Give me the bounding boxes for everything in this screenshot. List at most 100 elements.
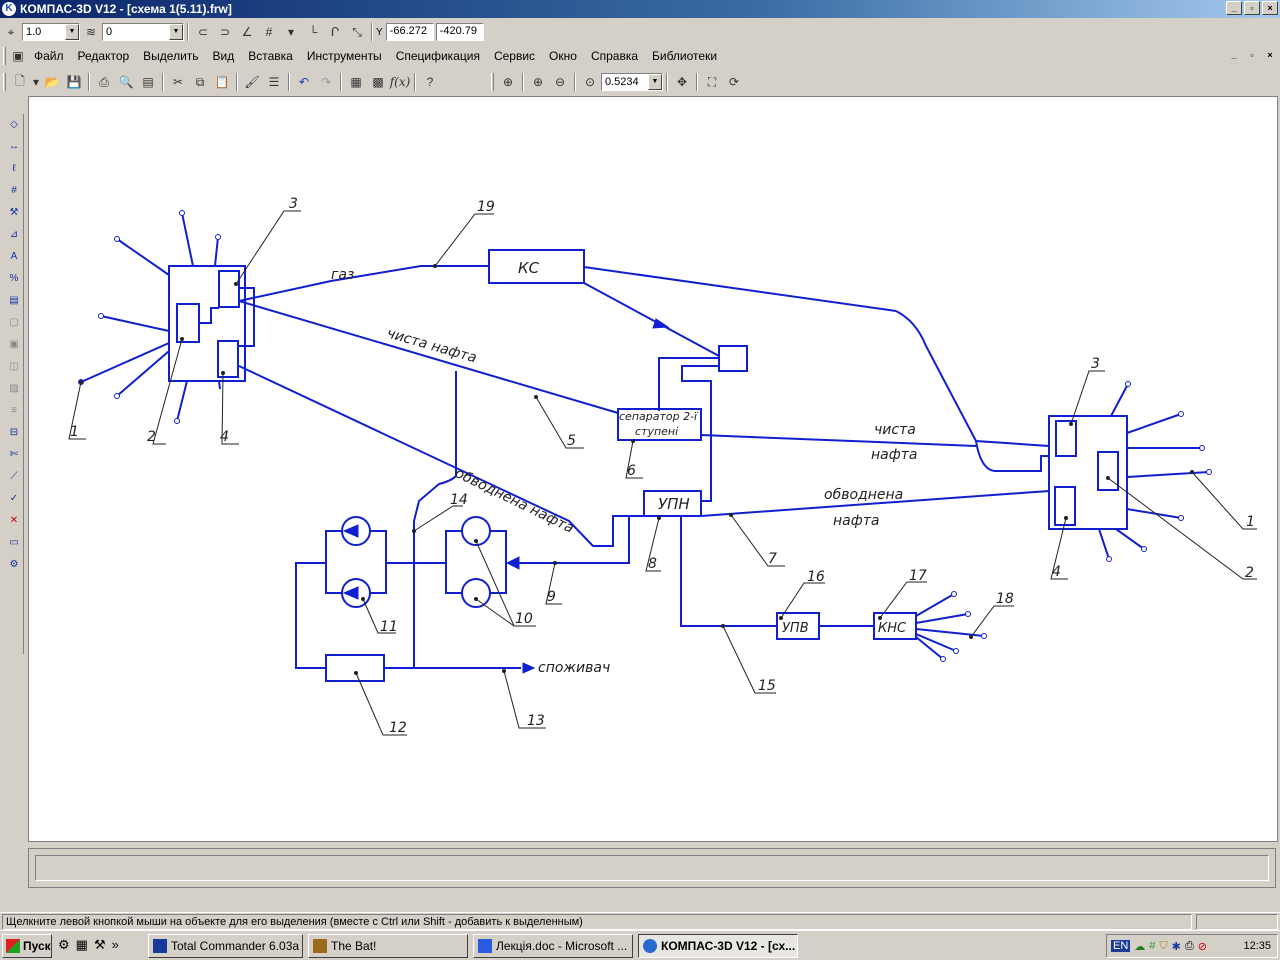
paste-icon[interactable]: 📋 xyxy=(214,75,230,89)
axis-icon[interactable]: ⟋ xyxy=(10,471,18,482)
doc-minimize-button[interactable]: _ xyxy=(1231,50,1237,60)
curve-edit-icon[interactable]: ⤡ xyxy=(352,24,362,39)
printer-icon[interactable]: ⎙ xyxy=(1184,939,1194,952)
menu-window[interactable]: Окно xyxy=(549,49,577,63)
view-icon[interactable]: ▢ xyxy=(9,317,19,328)
measure-icon[interactable]: ⊿ xyxy=(9,229,19,240)
close-button[interactable]: × xyxy=(1262,1,1278,15)
chevron-down-icon[interactable]: ▼ xyxy=(169,24,183,40)
doc-restore-button[interactable]: ▫ xyxy=(1250,50,1254,60)
maximize-button[interactable]: ▫ xyxy=(1244,1,1260,15)
menu-insert[interactable]: Вставка xyxy=(248,49,293,63)
zoom-window-icon[interactable]: ⊕ xyxy=(502,75,514,89)
task-kompas[interactable]: КОМПАС-3D V12 - [сх... xyxy=(638,934,798,958)
param-icon[interactable]: ⚒ xyxy=(9,207,19,218)
menu-tools[interactable]: Инструменты xyxy=(306,49,382,63)
menu-view[interactable]: Вид xyxy=(212,49,235,63)
menu-help[interactable]: Справка xyxy=(590,49,639,63)
start-button[interactable]: Пуск xyxy=(2,934,52,958)
format-painter-icon[interactable]: 🖌 xyxy=(244,75,260,89)
angle-icon[interactable]: ∠ xyxy=(241,25,253,39)
quicklaunch-more-icon[interactable]: » xyxy=(111,937,119,952)
coord-x-field[interactable]: -66.272 xyxy=(385,23,434,41)
show-all-icon[interactable]: ⛶ xyxy=(707,74,717,89)
select-icon[interactable]: A xyxy=(10,251,18,262)
insert-icon[interactable]: ◫ xyxy=(9,361,19,372)
undo-icon[interactable]: ↶ xyxy=(298,75,310,89)
volume-icon[interactable]: ⊘ xyxy=(1197,940,1207,953)
snap-point-icon[interactable]: ⌖ xyxy=(7,24,15,39)
zoom-out-icon[interactable]: ⊖ xyxy=(554,75,566,89)
hash-icon[interactable]: # xyxy=(1149,940,1156,952)
round-icon[interactable]: Ր xyxy=(330,25,340,39)
separator xyxy=(574,73,576,91)
fragment-icon[interactable]: ▣ xyxy=(9,339,19,350)
magnet-snap-icon[interactable]: ⊂ xyxy=(197,25,209,39)
chevron-down-icon[interactable]: ▼ xyxy=(648,74,662,90)
minimize-button[interactable]: _ xyxy=(1226,1,1242,15)
antivirus-icon[interactable]: ✱ xyxy=(1171,940,1181,953)
cut-line-icon[interactable]: ✄ xyxy=(9,449,19,460)
manager-icon[interactable]: ▦ xyxy=(350,75,362,89)
chevron-down-icon[interactable]: ▼ xyxy=(65,24,79,40)
new-icon[interactable]: 🗋 xyxy=(15,73,25,88)
menu-file[interactable]: Файл xyxy=(34,49,64,63)
rough-icon[interactable]: ✓ xyxy=(9,493,19,504)
stamp-icon[interactable]: ⊟ xyxy=(9,427,19,438)
copy-icon[interactable]: ⧉ xyxy=(195,74,205,89)
menu-select[interactable]: Выделить xyxy=(143,49,199,63)
task-word[interactable]: Лекція.doc - Microsoft ... xyxy=(473,934,633,958)
quicklaunch-calc-icon[interactable]: ▦ xyxy=(75,937,88,952)
layers-icon[interactable]: ≋ xyxy=(85,25,97,39)
grid-icon[interactable]: # xyxy=(265,25,273,39)
geometry-icon[interactable]: ◇ xyxy=(10,119,18,130)
new-dropdown-icon[interactable]: ▾ xyxy=(32,75,40,89)
pan-icon[interactable]: ✥ xyxy=(676,75,688,89)
preview-icon[interactable]: 🔍 xyxy=(118,75,134,89)
frame-icon[interactable]: ▭ xyxy=(9,537,19,548)
edit-icon[interactable]: # xyxy=(11,185,17,196)
properties-icon[interactable]: ☰ xyxy=(268,75,280,89)
menu-libraries[interactable]: Библиотеки xyxy=(652,49,718,63)
grid-dropdown-icon[interactable]: ▾ xyxy=(287,25,295,39)
layer-combo[interactable]: 0 ▼ xyxy=(102,23,184,41)
ortho-icon[interactable]: └ xyxy=(308,25,318,39)
redo-icon[interactable]: ↷ xyxy=(320,75,332,89)
task-total-commander[interactable]: Total Commander 6.03a ... xyxy=(148,934,303,958)
drawing-canvas[interactable]: газ КС чиста нафта обводнена нафта сепар… xyxy=(28,96,1278,842)
refresh-icon[interactable]: ⟳ xyxy=(728,75,740,89)
coord-y-field[interactable]: -420.79 xyxy=(435,23,484,41)
zoom-scale-icon[interactable]: ⊙ xyxy=(584,75,596,89)
menu-specification[interactable]: Спецификация xyxy=(395,49,480,63)
menu-service[interactable]: Сервис xyxy=(493,49,536,63)
magnet-local-icon[interactable]: ⊃ xyxy=(219,25,231,39)
variables-icon[interactable]: ▩ xyxy=(372,75,384,89)
print-icon[interactable]: ⎙ xyxy=(99,74,109,89)
doc-close-button[interactable]: × xyxy=(1267,50,1273,60)
report-icon[interactable]: ▤ xyxy=(9,295,19,306)
hatch-icon[interactable]: ▨ xyxy=(9,383,19,394)
menu-editor[interactable]: Редактор xyxy=(77,49,130,63)
dimensions-icon[interactable]: ↔ xyxy=(9,141,19,152)
print-preview-icon[interactable]: ▤ xyxy=(142,75,154,89)
scale-combo[interactable]: 1.0 ▼ xyxy=(22,23,80,41)
save-icon[interactable]: 💾 xyxy=(66,75,82,89)
quicklaunch-tool-icon[interactable]: ⚒ xyxy=(93,937,106,952)
document-icon[interactable]: ▣ xyxy=(12,49,24,63)
spec-icon[interactable]: % xyxy=(9,273,19,284)
fx-icon[interactable]: f(x) xyxy=(389,75,411,89)
cut-icon[interactable]: ✂ xyxy=(172,75,184,89)
layers-panel-icon[interactable]: ≡ xyxy=(11,405,17,416)
shield-icon[interactable]: ⛉ xyxy=(1159,939,1168,952)
macro-icon[interactable]: ⚙ xyxy=(9,559,19,570)
quicklaunch-app-icon[interactable]: ⚙ xyxy=(58,937,70,952)
zoom-combo[interactable]: 0.5234 ▼ xyxy=(601,73,663,91)
help-pointer-icon[interactable]: ? xyxy=(426,75,434,89)
delete-icon[interactable]: ✕ xyxy=(9,515,19,526)
task-the-bat[interactable]: The Bat! xyxy=(308,934,468,958)
open-icon[interactable]: 📂 xyxy=(44,75,60,89)
annotation-icon[interactable]: ℓ xyxy=(12,163,16,174)
zoom-in-icon[interactable]: ⊕ xyxy=(532,75,544,89)
language-indicator[interactable]: EN xyxy=(1111,940,1131,952)
network-icon[interactable]: ☁ xyxy=(1134,940,1146,953)
